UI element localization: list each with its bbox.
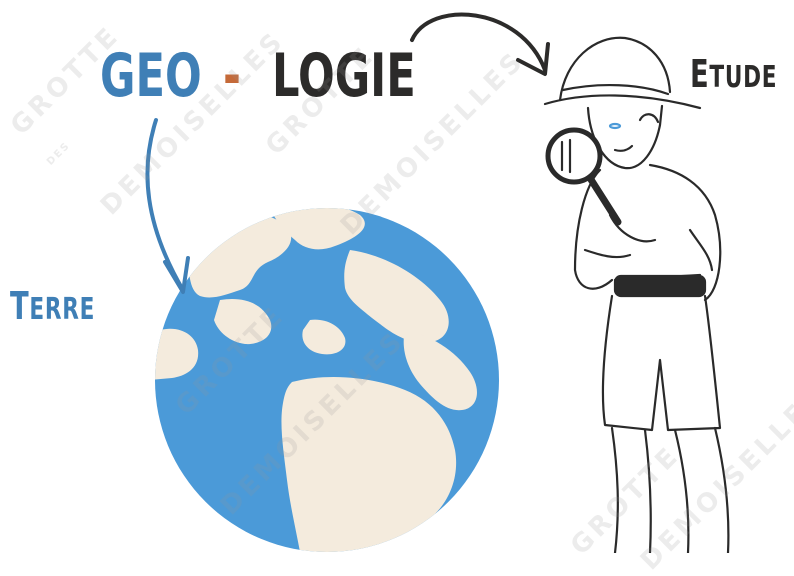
label-etude-initial: E <box>690 52 709 96</box>
label-etude: ETUDE <box>690 52 777 96</box>
page-title: GEO - LOGIE <box>0 36 794 126</box>
label-etude-rest: TUDE <box>709 60 777 95</box>
label-terre-rest: ERRE <box>29 292 95 327</box>
label-terre: TERRE <box>10 284 95 328</box>
diagram-canvas: GEO - LOGIE TERRE ETUDE GROTTE DEMOISELL… <box>0 0 794 553</box>
label-terre-initial: T <box>10 284 29 328</box>
